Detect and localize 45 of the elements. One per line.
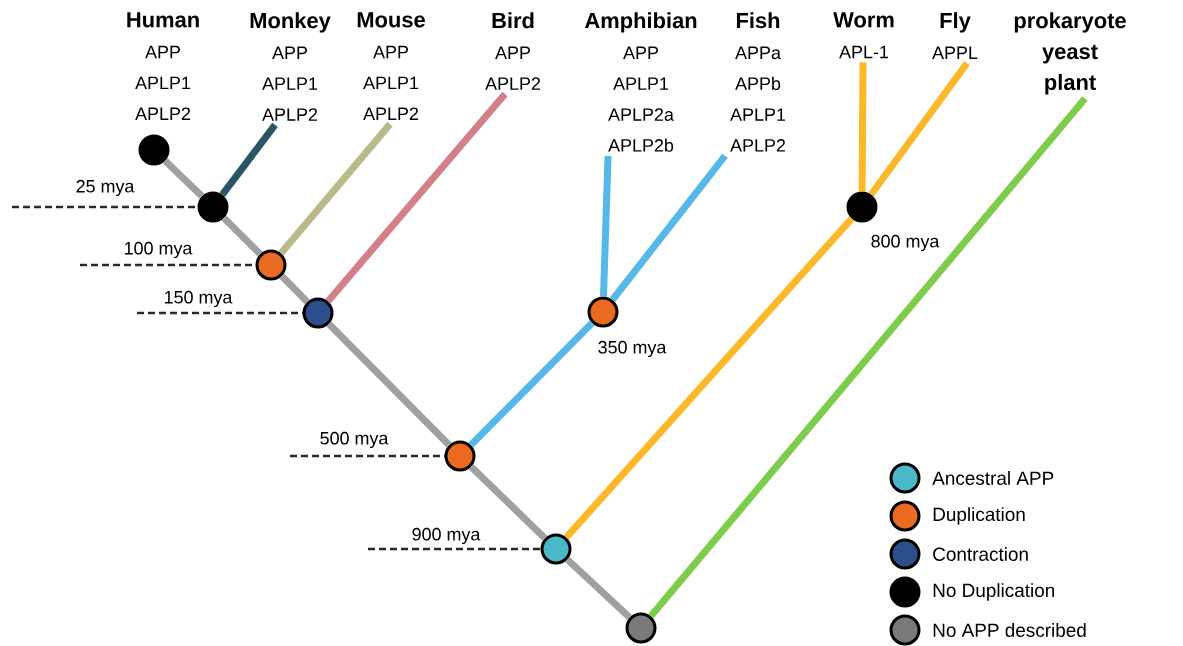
legend-label: Ancestral APP: [932, 471, 1054, 485]
branch-line: [221, 215, 263, 257]
legend-label: No APP described: [933, 623, 1086, 637]
branch-line: [162, 158, 205, 199]
branch-node-circle: [138, 134, 170, 166]
time-label: 800 mya: [871, 234, 940, 252]
time-label: 900 mya: [412, 527, 481, 545]
branch-node-circle: [302, 297, 334, 329]
branch-node-circle: [587, 296, 619, 328]
branch-line: [565, 557, 633, 620]
branch-line: [278, 121, 393, 256]
branch-node-circle: [197, 191, 229, 223]
branch-line: [325, 91, 508, 304]
time-label: 100 mya: [125, 241, 193, 259]
legend-label: Duplication: [933, 507, 1025, 525]
branch-line: [279, 273, 310, 305]
branch-node-circle: [444, 440, 476, 472]
species-label: prokaryote yeast plant: [1014, 12, 1126, 95]
time-label: 500 mya: [320, 431, 389, 449]
species-label: Monkey APP APLP1 APLP2: [250, 12, 331, 121]
branch-line: [468, 320, 595, 448]
branch-line: [648, 96, 1088, 619]
legend-label: No Duplication: [933, 583, 1055, 601]
time-label: 350 mya: [598, 340, 667, 358]
species-label: Mouse APP APLP1 APLP2: [357, 12, 425, 120]
species-label: Worm APL-1: [833, 12, 894, 59]
time-label: 25 mya: [76, 179, 135, 197]
branch-line: [326, 321, 452, 448]
branch-line: [219, 122, 278, 197]
branch-line: [468, 464, 548, 541]
species-label: Fish APPa APPb APLP1 APLP2: [730, 12, 786, 152]
species-label: Human APP APLP1 APLP2: [127, 12, 199, 120]
branch-line: [600, 155, 612, 297]
branch-line: [609, 153, 728, 302]
species-label: Amphibian APP APLP1 APLP2a APLP2b: [584, 12, 697, 152]
branch-node-circle: [255, 249, 287, 281]
legend-label: Contraction: [933, 547, 1028, 561]
species-label: Bird APP APLP2: [485, 12, 540, 90]
branch-node-circle: [625, 612, 657, 644]
branch-line: [563, 216, 855, 540]
branch-line: [868, 61, 970, 197]
branch-node-circle: [540, 533, 572, 565]
time-label: 150 mya: [165, 290, 233, 308]
branch-node-circle: [846, 191, 878, 223]
species-label: Fly APPL: [932, 12, 978, 59]
